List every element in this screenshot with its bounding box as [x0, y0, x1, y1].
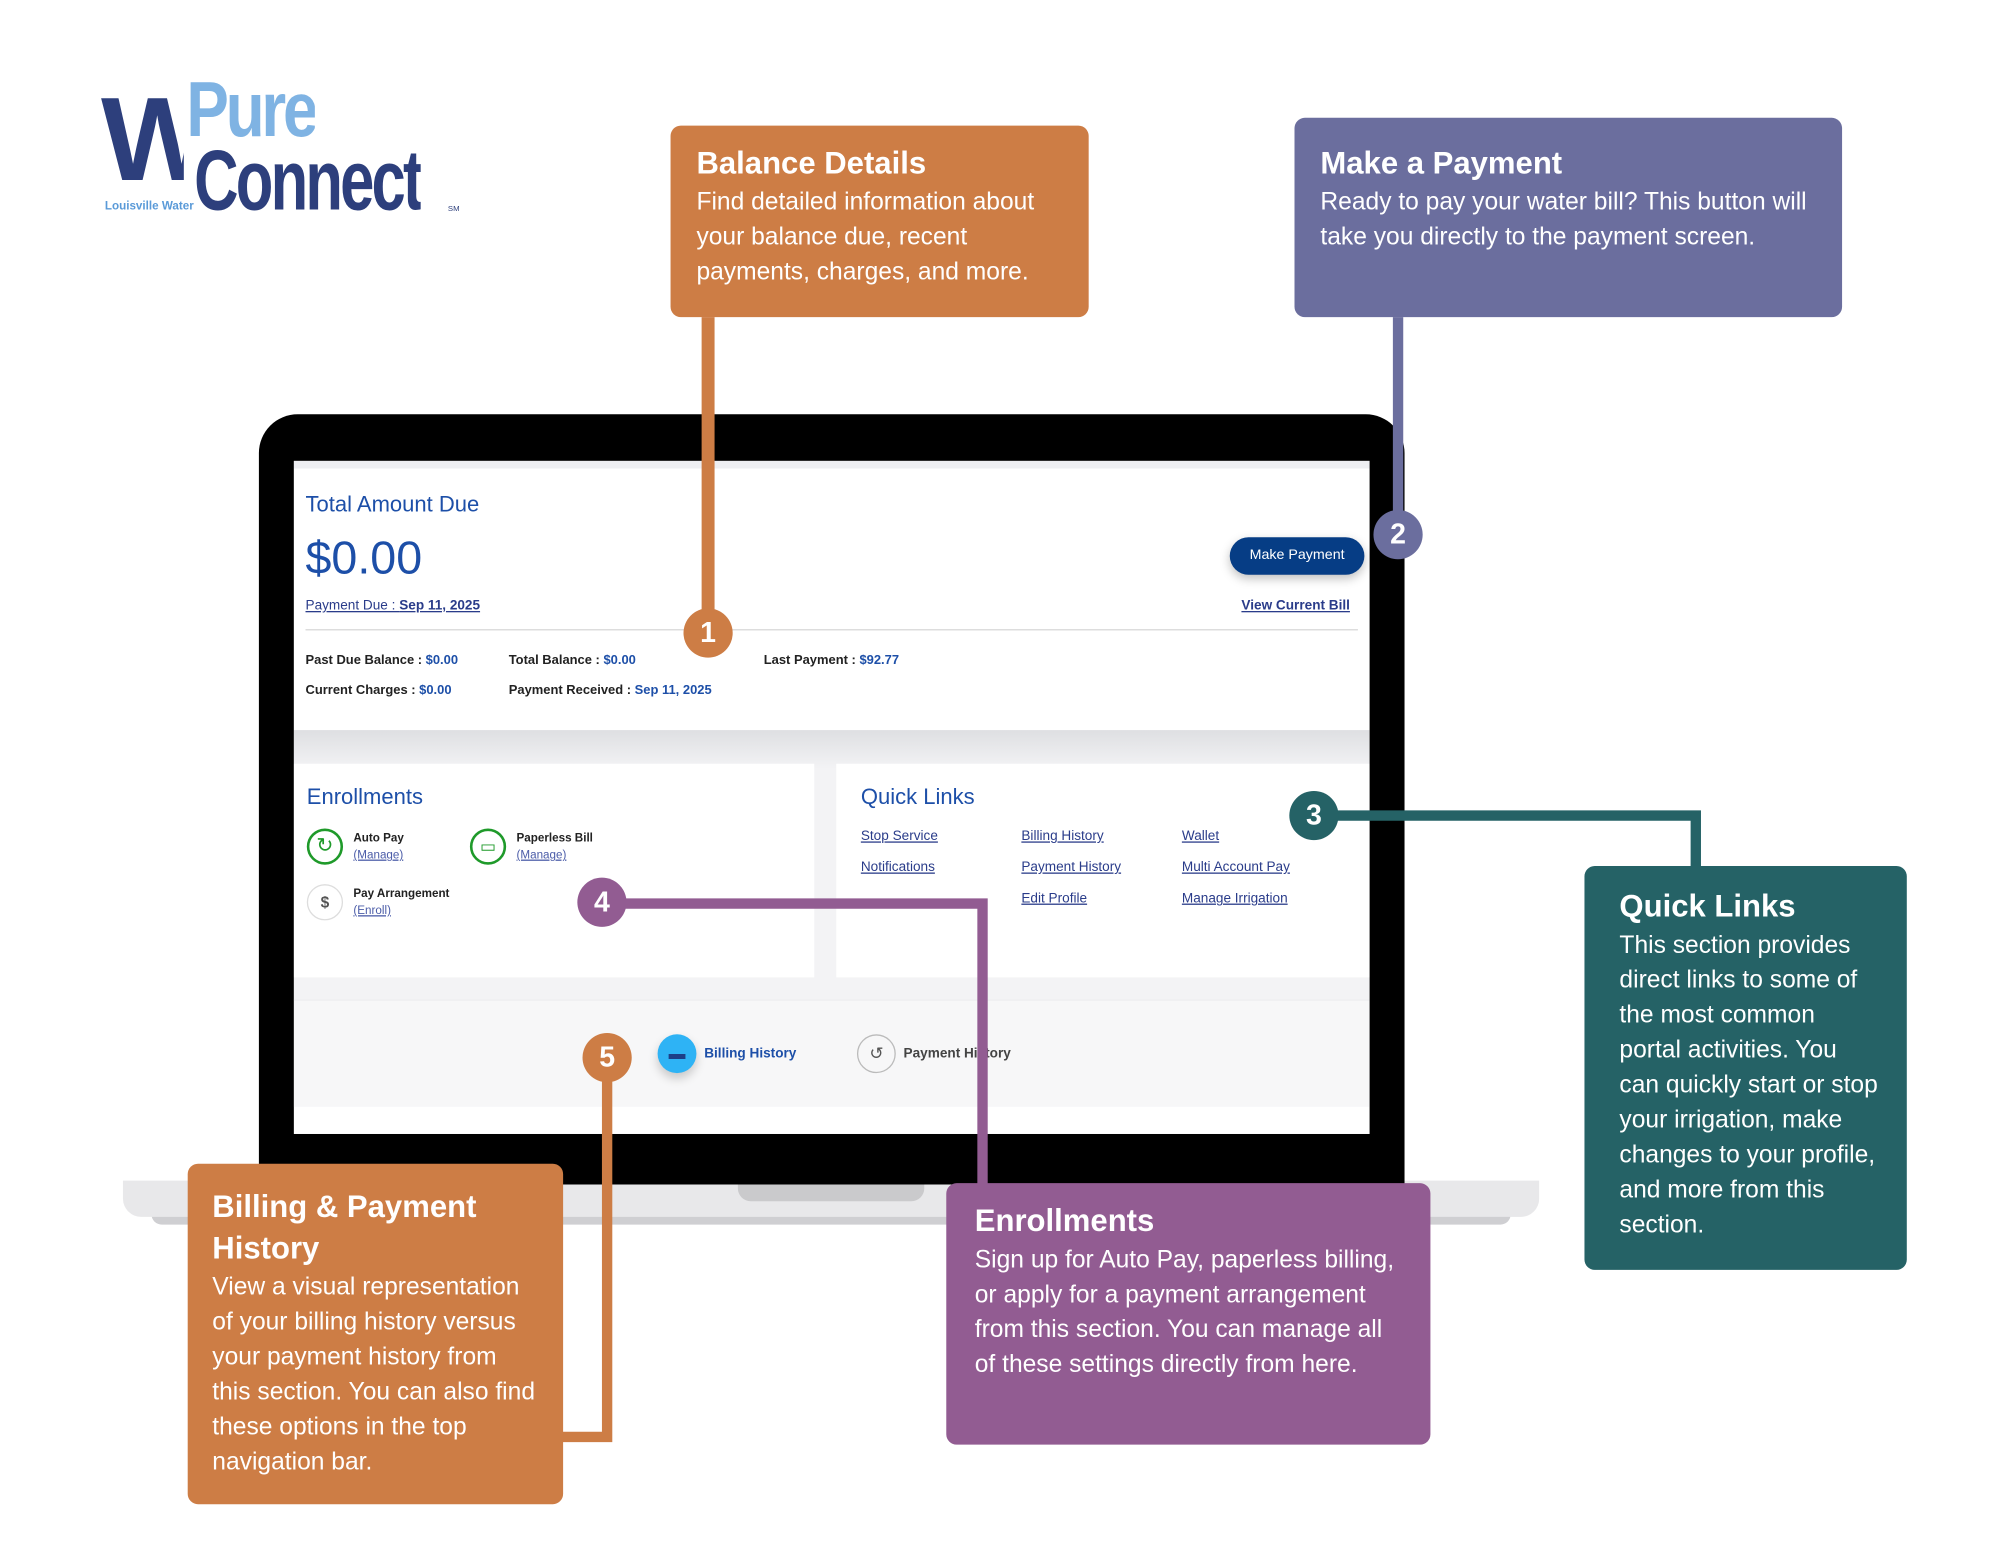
quick-link-payment-history[interactable]: Payment History	[1021, 859, 1122, 876]
payment-due-label: Payment Due :	[305, 598, 400, 614]
callout-balance-details: Balance Details Find detailed informatio…	[670, 125, 1089, 318]
marker-2: 2	[1373, 510, 1423, 560]
autopay-manage-link[interactable]: (Manage)	[353, 847, 404, 861]
enrollments-card: Enrollments ↻ Auto Pay (Manage) ▭ Paperl…	[293, 763, 815, 978]
pay-arrangement-enroll-link[interactable]: (Enroll)	[353, 903, 391, 917]
last-payment: Last Payment : $92.77	[764, 654, 899, 668]
quick-link-edit-profile[interactable]: Edit Profile	[1021, 890, 1088, 907]
marker-3: 3	[1289, 790, 1339, 841]
laptop-screen: Total Amount Due $0.00 Payment Due : Sep…	[293, 460, 1370, 1134]
quick-links-card: Quick Links Stop Service Billing History…	[836, 763, 1370, 978]
tab-billing-history[interactable]: Billing History	[704, 1045, 797, 1062]
callout-enrollments-title: Enrollments	[974, 1203, 1155, 1239]
quick-links-title: Quick Links	[860, 784, 975, 810]
total-balance-value: $0.00	[603, 653, 636, 668]
view-current-bill-link[interactable]: View Current Bill	[1241, 598, 1350, 614]
marker-5: 5	[582, 1033, 632, 1083]
quick-link-notifications[interactable]: Notifications	[860, 859, 935, 876]
callout-billing-payment-history: Billing & Payment History View a visual …	[187, 1163, 564, 1505]
balance-card: Total Amount Due $0.00 Payment Due : Sep…	[293, 468, 1370, 731]
last-payment-value: $92.77	[859, 653, 900, 668]
total-amount-label: Total Amount Due	[305, 491, 480, 517]
paperless-name: Paperless Bill	[516, 831, 593, 845]
payment-due-link[interactable]: Payment Due : Sep 11, 2025	[306, 598, 481, 614]
logo-tagline: Louisville Water	[104, 199, 194, 213]
connector-3	[1313, 810, 1701, 868]
top-strip	[293, 460, 1370, 469]
payment-due-date: Sep 11, 2025	[399, 598, 481, 614]
logo-w-mark: W	[101, 85, 184, 194]
divider	[305, 629, 1358, 631]
callout-balance-body: Find detailed information about your bal…	[696, 188, 1035, 287]
enrollments-title: Enrollments	[306, 784, 423, 810]
callout-quick-links: Quick Links This section provides direct…	[1584, 866, 1907, 1270]
current-charges: Current Charges : $0.00	[306, 683, 452, 697]
quick-link-manage-irrigation[interactable]: Manage Irrigation	[1181, 890, 1288, 907]
connector-4	[601, 898, 988, 1185]
payment-received-label: Payment Received :	[508, 683, 635, 698]
callout-history-body: View a visual representation of your bil…	[212, 1273, 536, 1476]
marker-1: 1	[683, 608, 733, 658]
callout-history-title: Billing & Payment History	[212, 1189, 477, 1267]
callout-quicklinks-title: Quick Links	[1619, 889, 1796, 925]
total-balance-label: Total Balance :	[508, 653, 604, 668]
callout-payment-title: Make a Payment	[1320, 146, 1563, 182]
make-payment-button[interactable]: Make Payment	[1229, 537, 1365, 575]
past-due-value: $0.00	[425, 653, 459, 668]
past-due-balance: Past Due Balance : $0.00	[306, 654, 459, 668]
payment-received: Payment Received : Sep 11, 2025	[509, 683, 712, 697]
pay-arrangement-name: Pay Arrangement	[353, 886, 450, 900]
callout-make-payment: Make a Payment Ready to pay your water b…	[1294, 117, 1843, 318]
payment-received-value: Sep 11, 2025	[634, 683, 712, 698]
quick-link-wallet[interactable]: Wallet	[1181, 828, 1220, 845]
callout-quicklinks-body: This section provides direct links to so…	[1619, 932, 1878, 1239]
quick-link-billing-history[interactable]: Billing History	[1021, 828, 1104, 845]
current-charges-label: Current Charges :	[305, 683, 420, 698]
bill-dollar-icon[interactable]: $	[306, 884, 344, 921]
logo: W Pure Connect Louisville Water SM	[101, 78, 463, 220]
last-payment-label: Last Payment :	[763, 653, 860, 668]
connector-5	[561, 1057, 613, 1443]
history-icon[interactable]: ↺	[856, 1034, 896, 1074]
callout-payment-body: Ready to pay your water bill? This butto…	[1320, 188, 1807, 252]
total-balance: Total Balance : $0.00	[509, 654, 636, 668]
callout-enrollments-body: Sign up for Auto Pay, paperless billing,…	[974, 1246, 1395, 1379]
marker-4: 4	[577, 877, 627, 927]
total-amount-value: $0.00	[305, 530, 423, 584]
logo-pure: Pure	[186, 77, 316, 143]
logo-sm: SM	[447, 205, 460, 214]
callout-balance-title: Balance Details	[696, 146, 927, 182]
callout-enrollments: Enrollments Sign up for Auto Pay, paperl…	[946, 1183, 1431, 1445]
paperless-manage-link[interactable]: (Manage)	[516, 847, 567, 861]
past-due-label: Past Due Balance :	[305, 653, 426, 668]
logo-connect: Connect	[194, 144, 421, 215]
autopay-name: Auto Pay	[353, 831, 404, 845]
card-icon[interactable]: ▬	[657, 1034, 697, 1074]
current-charges-value: $0.00	[419, 683, 452, 698]
autopay-clock-icon[interactable]: ↻	[306, 828, 344, 865]
laptop-notch	[737, 1180, 925, 1202]
quick-link-stop-service[interactable]: Stop Service	[860, 828, 938, 845]
paperless-device-icon[interactable]: ▭	[469, 828, 507, 865]
quick-link-multi-account-pay[interactable]: Multi Account Pay	[1181, 859, 1290, 876]
